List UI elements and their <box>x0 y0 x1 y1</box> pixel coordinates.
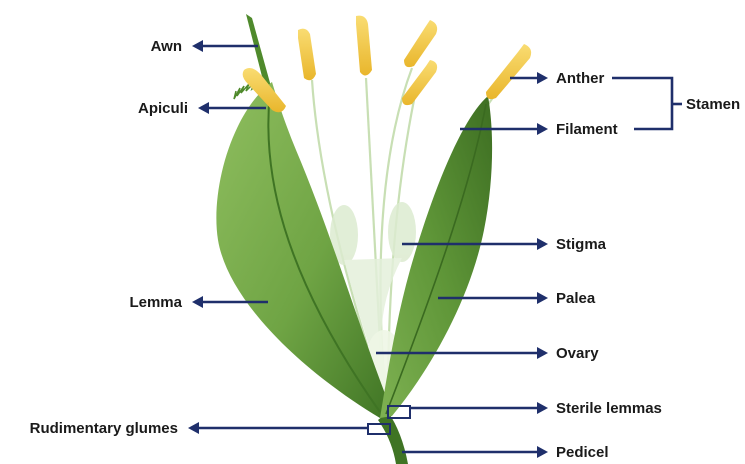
label-lemma: Lemma <box>129 294 182 311</box>
label-ovary: Ovary <box>556 345 599 362</box>
label-anther: Anther <box>556 70 604 87</box>
lemma-shape <box>216 82 392 418</box>
label-sterile-lemmas: Sterile lemmas <box>556 400 662 417</box>
label-pedicel: Pedicel <box>556 444 609 461</box>
label-filament: Filament <box>556 121 618 138</box>
label-awn: Awn <box>151 38 182 55</box>
label-palea: Palea <box>556 290 596 307</box>
label-rudimentary-glumes: Rudimentary glumes <box>30 420 178 437</box>
label-apiculi: Apiculi <box>138 100 188 117</box>
anthers <box>243 16 531 113</box>
label-stamen: Stamen <box>686 96 740 113</box>
pedicel-stem <box>378 412 408 464</box>
label-stigma: Stigma <box>556 236 607 253</box>
